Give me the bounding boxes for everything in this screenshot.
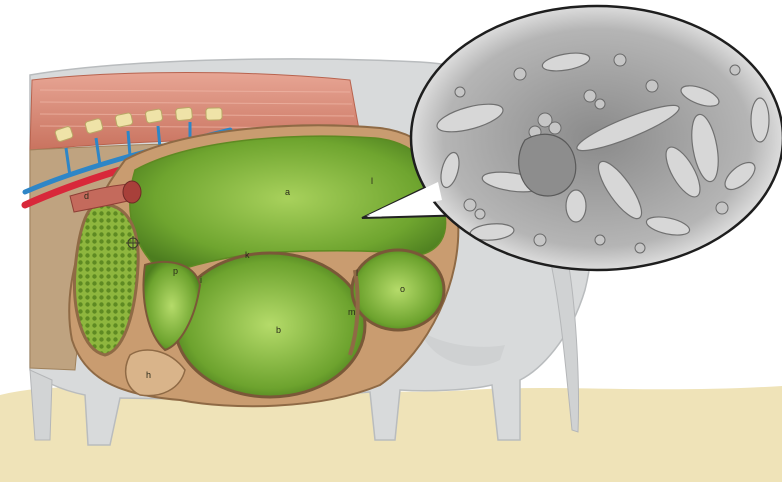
label-l-lower: l xyxy=(356,268,358,278)
label-h: h xyxy=(146,370,151,380)
label-l-upper: l xyxy=(371,176,373,186)
label-p: p xyxy=(173,266,178,276)
label-k: k xyxy=(245,250,250,260)
label-i: i xyxy=(200,275,202,285)
cardia xyxy=(123,181,141,203)
label-o: o xyxy=(400,284,405,294)
protozoa-cluster xyxy=(519,134,576,196)
rumen-ventral-sac xyxy=(175,253,365,397)
label-m: m xyxy=(348,307,356,317)
caudoventral-blind-sac xyxy=(352,250,444,330)
label-d: d xyxy=(84,191,89,201)
label-a: a xyxy=(285,187,290,197)
label-b: b xyxy=(276,325,281,335)
